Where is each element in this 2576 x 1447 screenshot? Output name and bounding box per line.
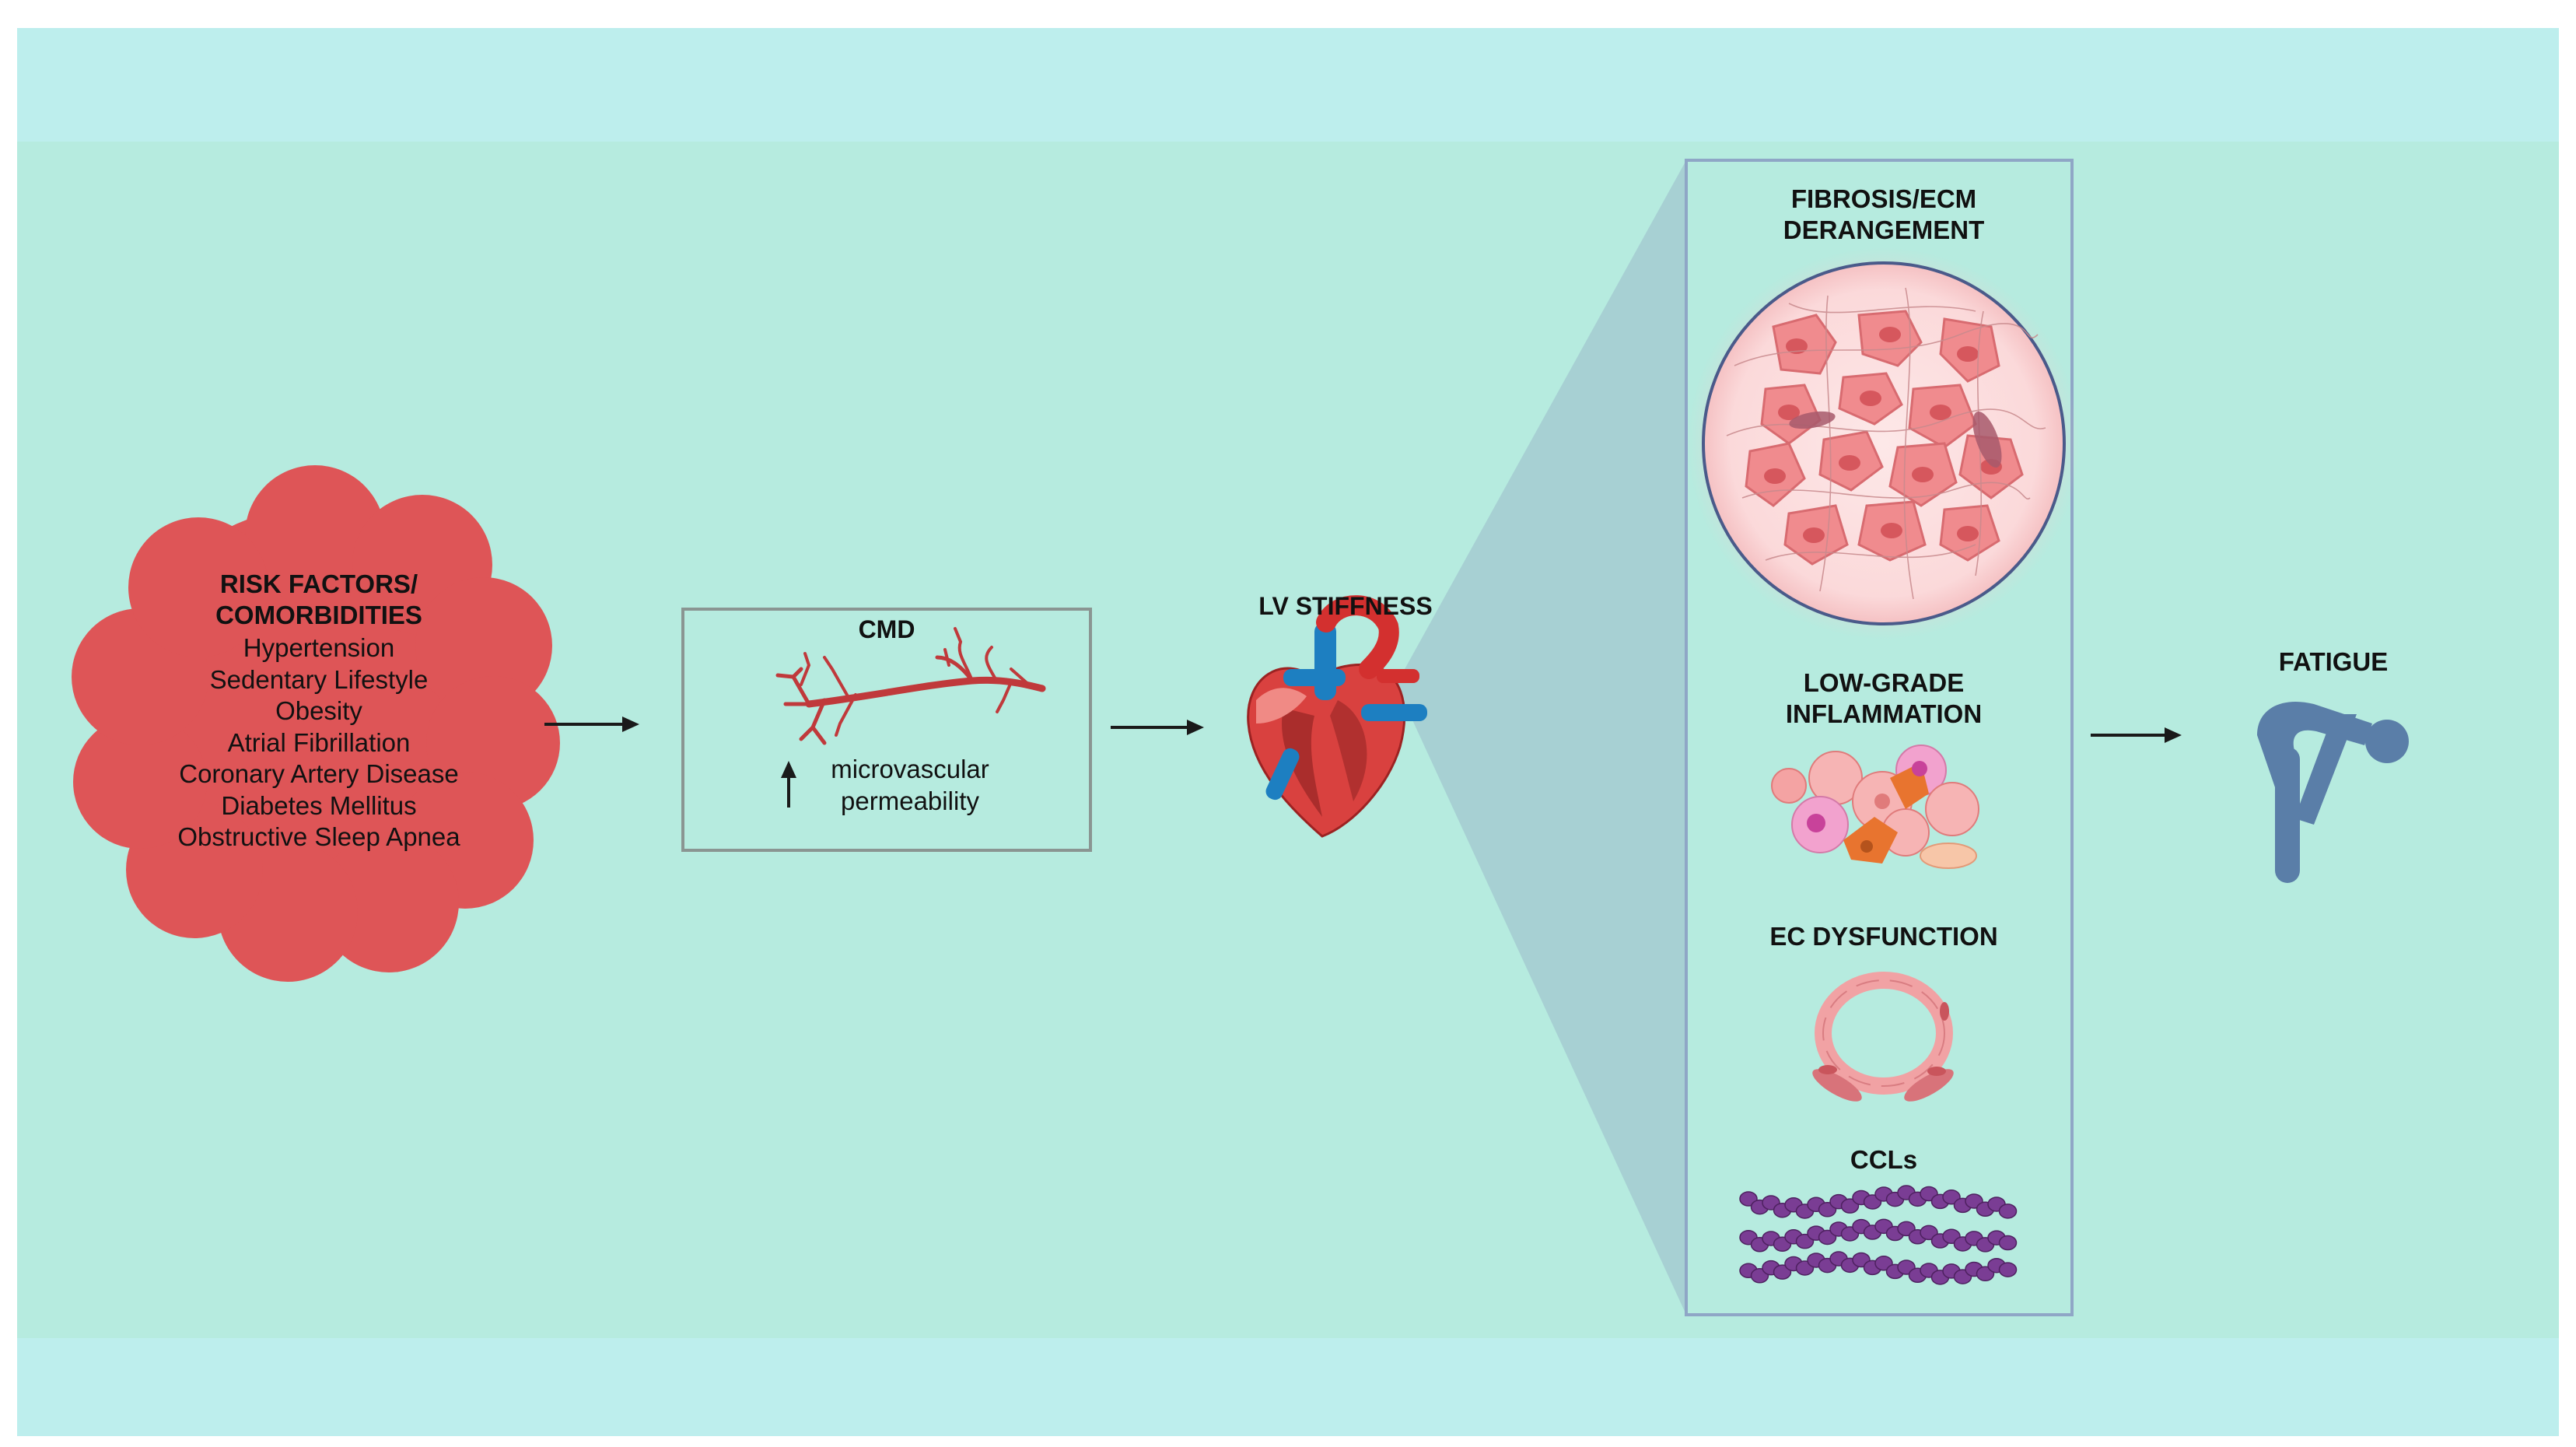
risk-factors-title-line1: RISK FACTORS/: [219, 569, 418, 598]
heart-icon: [1247, 595, 1427, 838]
cmd-text-line2: permeability: [841, 787, 979, 815]
risk-factor-item: Obesity: [275, 696, 362, 725]
inflammation-cells: [1771, 745, 1979, 869]
risk-factor-item: Obstructive Sleep Apnea: [177, 822, 460, 851]
risk-factor-item: Atrial Fibrillation: [227, 727, 411, 757]
fibrosis-nuclei: [1764, 327, 2002, 543]
arrowhead-cmd-to-lv: [1187, 720, 1204, 735]
risk-factor-item: Coronary Artery Disease: [179, 759, 459, 788]
increase-arrow-icon: [781, 761, 796, 778]
fibroblast-cells: [1789, 411, 2002, 468]
inflammation-title-line2: INFLAMMATION: [1785, 699, 1983, 728]
cmd-box: [681, 608, 1092, 852]
ccl-title: CCLs: [1850, 1145, 1918, 1174]
arrowhead-risk-to-cmd: [622, 716, 639, 732]
ccl-chains: [1739, 1185, 2018, 1285]
fatigued-person-icon: [2257, 701, 2409, 883]
risk-factors-title: RISK FACTORS/ COMORBIDITIES: [163, 569, 474, 631]
cmd-title: CMD: [858, 615, 915, 643]
risk-factor-item: Diabetes Mellitus: [221, 790, 417, 820]
ccl-bead: [1998, 1203, 2018, 1219]
ccl-bead: [1998, 1262, 2018, 1277]
ec-dysfunction-title: EC DYSFUNCTION: [1769, 922, 1998, 951]
endothelial-ring: [1812, 972, 1954, 1102]
fibrosis-title-line2: DERANGEMENT: [1783, 215, 1985, 244]
zoom-wedge: [1396, 160, 1686, 1315]
inflammation-title-line1: LOW-GRADE: [1803, 668, 1965, 697]
lv-stiffness-title: LV STIFFNESS: [1258, 592, 1433, 620]
fibrosis-title: FIBROSIS/ECM DERANGEMENT: [1728, 184, 2039, 246]
arrowhead-panel-to-fatigue: [2165, 727, 2182, 743]
risk-factors-blob: [72, 465, 560, 982]
risk-factor-item: Sedentary Lifestyle: [209, 664, 429, 694]
fibrosis-title-line1: FIBROSIS/ECM: [1790, 184, 1977, 213]
inflammation-title: LOW-GRADE INFLAMMATION: [1728, 667, 2039, 730]
risk-factors-list: Hypertension Sedentary Lifestyle Obesity…: [132, 632, 506, 853]
risk-factors-title-line2: COMORBIDITIES: [215, 601, 422, 629]
ccl-bead: [1998, 1235, 2018, 1251]
cmd-permeability-text: microvascular permeability: [801, 753, 1019, 817]
microvessel-icon: [775, 627, 1046, 745]
fatigue-title: FATIGUE: [2278, 647, 2389, 676]
risk-factor-item: Hypertension: [243, 633, 395, 662]
cmd-text-line1: microvascular: [831, 755, 989, 783]
